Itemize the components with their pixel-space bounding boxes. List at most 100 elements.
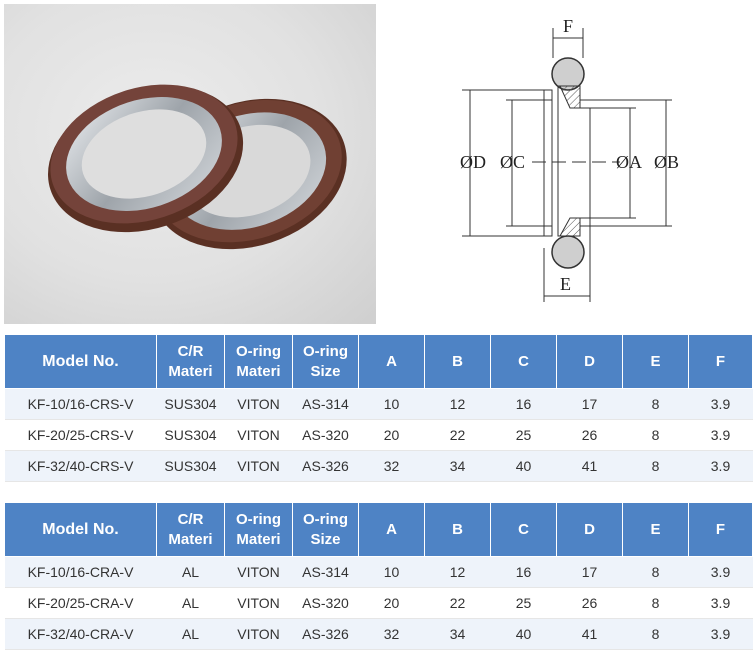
cell-f: 3.9 (688, 618, 753, 650)
header-f: F (688, 334, 753, 389)
cell-oring-mat: VITON (224, 419, 293, 451)
cell-oring-size: AS-320 (292, 587, 359, 619)
header-b: B (424, 502, 491, 557)
cell-d: 41 (556, 618, 623, 650)
cell-f: 3.9 (688, 450, 753, 482)
product-photo (4, 4, 376, 324)
cell-oring-mat: VITON (224, 388, 293, 420)
dim-c-label: ØC (500, 152, 525, 172)
cell-c: 40 (490, 450, 557, 482)
oring-top (551, 57, 585, 91)
table-row: KF-32/40-CRS-V SUS304 VITON AS-326 32 34… (4, 450, 753, 482)
cross-section-diagram: F ØD ØC ØA ØB E (460, 16, 679, 302)
cell-d: 41 (556, 450, 623, 482)
cell-cr: SUS304 (156, 450, 225, 482)
cell-oring-mat: VITON (224, 587, 293, 619)
header-b: B (424, 334, 491, 389)
cell-f: 3.9 (688, 388, 753, 420)
header-a: A (358, 502, 425, 557)
header-f: F (688, 502, 753, 557)
table-row: KF-20/25-CRA-V AL VITON AS-320 20 22 25 … (4, 587, 753, 619)
cell-d: 17 (556, 388, 623, 420)
header-d: D (556, 502, 623, 557)
cell-a: 20 (358, 587, 425, 619)
header-e: E (622, 502, 689, 557)
cell-b: 12 (424, 556, 491, 588)
cell-a: 10 (358, 556, 425, 588)
cell-f: 3.9 (688, 587, 753, 619)
header-c: C (490, 502, 557, 557)
cell-oring-size: AS-314 (292, 556, 359, 588)
cell-cr: AL (156, 556, 225, 588)
cell-a: 32 (358, 618, 425, 650)
cell-oring-mat: VITON (224, 450, 293, 482)
dim-e-label: E (560, 274, 571, 294)
cell-f: 3.9 (688, 556, 753, 588)
cell-oring-mat: VITON (224, 556, 293, 588)
cell-model: KF-10/16-CRA-V (4, 556, 157, 588)
cell-c: 16 (490, 388, 557, 420)
cell-e: 8 (622, 556, 689, 588)
cell-a: 32 (358, 450, 425, 482)
cell-c: 25 (490, 419, 557, 451)
cell-c: 25 (490, 587, 557, 619)
cell-b: 22 (424, 419, 491, 451)
dim-d-label: ØD (460, 152, 486, 172)
header-e: E (622, 334, 689, 389)
header-d: D (556, 334, 623, 389)
cell-cr: SUS304 (156, 419, 225, 451)
centering-ring-image (48, 84, 347, 250)
cell-oring-size: AS-326 (292, 450, 359, 482)
cell-oring-size: AS-326 (292, 618, 359, 650)
cell-oring-size: AS-314 (292, 388, 359, 420)
header-model: Model No. (4, 334, 157, 389)
cell-e: 8 (622, 450, 689, 482)
cell-d: 26 (556, 587, 623, 619)
cell-a: 20 (358, 419, 425, 451)
cell-cr: AL (156, 587, 225, 619)
cell-model: KF-32/40-CRA-V (4, 618, 157, 650)
cell-b: 34 (424, 450, 491, 482)
cell-cr: SUS304 (156, 388, 225, 420)
cell-model: KF-20/25-CRA-V (4, 587, 157, 619)
cell-e: 8 (622, 388, 689, 420)
cell-model: KF-32/40-CRS-V (4, 450, 157, 482)
cell-e: 8 (622, 587, 689, 619)
cell-oring-size: AS-320 (292, 419, 359, 451)
cell-cr: AL (156, 618, 225, 650)
cell-d: 26 (556, 419, 623, 451)
dim-a-label: ØA (616, 152, 642, 172)
header-c: C (490, 334, 557, 389)
cell-e: 8 (622, 419, 689, 451)
cell-model: KF-20/25-CRS-V (4, 419, 157, 451)
cell-c: 40 (490, 618, 557, 650)
cell-c: 16 (490, 556, 557, 588)
cell-oring-mat: VITON (224, 618, 293, 650)
table-row: KF-10/16-CRA-V AL VITON AS-314 10 12 16 … (4, 556, 753, 588)
cell-b: 12 (424, 388, 491, 420)
table-row: KF-10/16-CRS-V SUS304 VITON AS-314 10 12… (4, 388, 753, 420)
header-a: A (358, 334, 425, 389)
table-row: KF-32/40-CRA-V AL VITON AS-326 32 34 40 … (4, 618, 753, 650)
dim-f-label: F (563, 16, 573, 36)
dim-b-label: ØB (654, 152, 679, 172)
oring-bottom (551, 235, 585, 269)
table-row: KF-20/25-CRS-V SUS304 VITON AS-320 20 22… (4, 419, 753, 451)
cell-f: 3.9 (688, 419, 753, 451)
header-model: Model No. (4, 502, 157, 557)
cell-b: 34 (424, 618, 491, 650)
cell-d: 17 (556, 556, 623, 588)
cell-a: 10 (358, 388, 425, 420)
cell-model: KF-10/16-CRS-V (4, 388, 157, 420)
cell-e: 8 (622, 618, 689, 650)
